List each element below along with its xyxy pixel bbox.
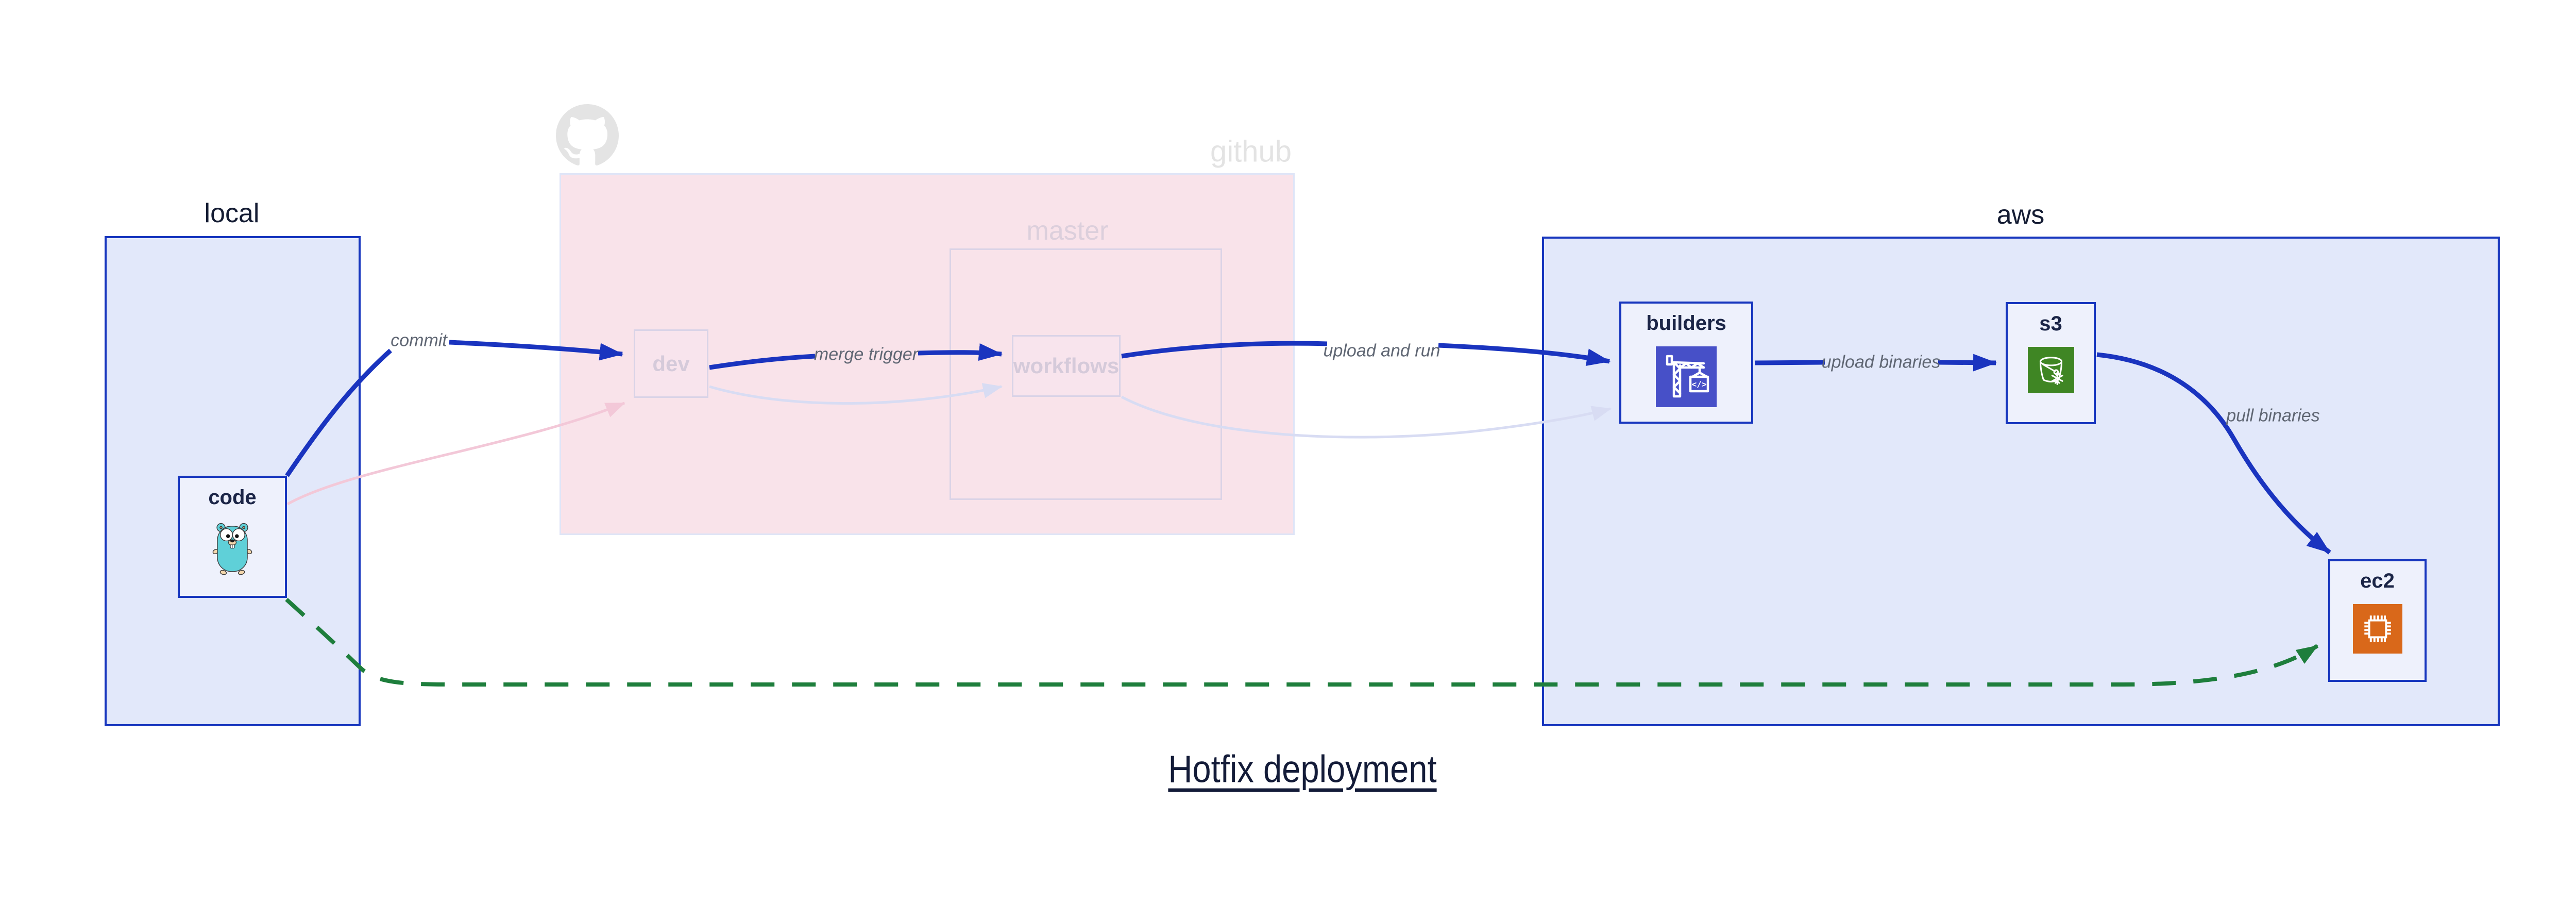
- edge-hotfix-dashed: [285, 598, 2319, 687]
- edge-label-pull-binaries: pull binaries: [2226, 406, 2320, 426]
- node-builders-label: builders: [1646, 312, 1726, 335]
- node-builders: builders </>: [1619, 302, 1753, 424]
- node-ec2: ec2: [2328, 559, 2427, 682]
- edge-merge-trigger-a: [709, 354, 816, 370]
- edge-upload-binaries-b: [1938, 354, 1997, 372]
- node-ec2-label: ec2: [2360, 570, 2395, 592]
- node-code-label: code: [208, 486, 257, 509]
- edge-commit-a: [285, 348, 393, 477]
- node-workflows-label: workflows: [1013, 354, 1120, 378]
- edge-label-merge-trigger: merge trigger: [814, 344, 919, 364]
- node-dev: dev: [634, 329, 708, 398]
- region-label-aws: aws: [1996, 200, 2045, 230]
- node-code: code: [178, 476, 287, 598]
- edge-faded-code-dev: [286, 402, 625, 506]
- node-dev-label: dev: [652, 351, 690, 376]
- codebuild-crane-icon: </>: [1656, 346, 1717, 407]
- node-s3-label: s3: [2039, 312, 2062, 335]
- edge-pull-binaries: [2096, 352, 2331, 555]
- node-workflows: workflows: [1012, 335, 1121, 397]
- edge-label-upload-and-run: upload and run: [1323, 341, 1440, 361]
- region-label-local: local: [204, 198, 260, 228]
- region-master: [950, 248, 1222, 500]
- edge-commit-b: [449, 340, 623, 361]
- edge-faded-workflows-builders: [1121, 395, 1612, 439]
- edge-upload-and-run-b: [1438, 343, 1611, 366]
- edge-label-commit: commit: [391, 330, 447, 350]
- s3-glacier-bucket-icon: [2027, 347, 2074, 393]
- edge-upload-binaries-a: [1754, 360, 1825, 365]
- edge-faded-dev-workflows: [709, 383, 1003, 405]
- page-title: Hotfix deployment: [1168, 747, 1437, 791]
- github-octocat-icon: [556, 104, 619, 170]
- edge-upload-and-run-a: [1121, 341, 1328, 359]
- svg-text:</>: </>: [1692, 379, 1707, 389]
- edge-label-upload-binaries: upload binaries: [1821, 352, 1941, 372]
- edge-merge-trigger-b: [918, 343, 1003, 361]
- region-label-github: github: [1210, 135, 1292, 169]
- ec2-chip-icon: [2352, 604, 2402, 654]
- node-s3: s3: [2006, 302, 2096, 424]
- region-label-master: master: [1026, 216, 1109, 246]
- gopher-icon: [210, 521, 255, 579]
